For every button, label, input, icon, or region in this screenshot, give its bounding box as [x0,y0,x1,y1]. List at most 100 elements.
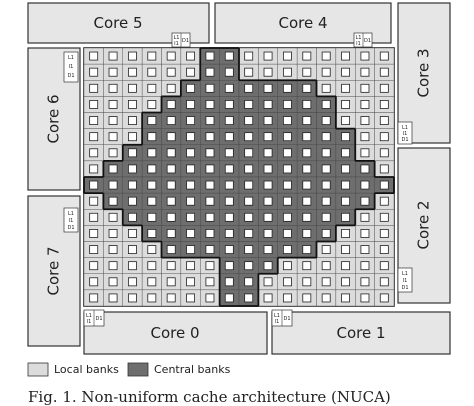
bank-router-node [302,132,312,142]
port-core-0-d1: D1 [95,316,102,322]
bank-router-node [341,261,350,271]
core-6-label: Core 6 [45,94,63,143]
port-core-4-l1: L1 [356,35,362,41]
bank-router-node [379,261,389,271]
bank-router-node [321,229,331,238]
bank-router-node [379,180,389,190]
bank-router-node [283,293,292,303]
bank-router-node [186,164,195,174]
bank-router-node [89,196,99,206]
bank-router-node [379,229,389,238]
bank-router-node [263,132,273,142]
bank-router-node [147,132,157,142]
bank-router-node [302,212,312,222]
bank-router-node [283,245,292,254]
bank-router-node [128,212,137,222]
bank-router-node [89,100,99,109]
bank-router-node [263,164,273,174]
bank-router-node [341,180,350,190]
port-core-4: L1 I1 D1 [353,32,373,48]
bank-router-node [89,212,99,222]
bank-router-node [283,164,292,174]
core-0-block: Core 0 [83,311,268,355]
bank-router-node [89,261,99,271]
bank-router-node [341,148,350,158]
bank-router-node [360,51,370,61]
bank-router-node [89,245,99,254]
bank-router-node [283,196,292,206]
bank-router-node [166,67,176,77]
bank-router-node [224,293,234,303]
bank-router-node [128,245,137,254]
port-core-2: L1 I1 D1 [397,267,413,293]
bank-router-node [244,180,254,190]
bank-router-node [128,116,137,125]
bank-router-node [283,261,292,271]
bank-router-node [186,83,195,93]
bank-router-node [224,164,234,174]
bank-router-node [186,196,195,206]
port-core-0-l1: L1 [86,313,92,319]
bank-router-node [224,132,234,142]
legend-central-swatch [127,362,149,377]
port-core-3-l1: L1 [402,125,408,131]
bank-router-node [128,196,137,206]
bank-router-node [360,148,370,158]
bank-router-node [224,51,234,61]
bank-router-node [205,196,215,206]
bank-router-node [341,245,350,254]
bank-router-node [166,132,176,142]
bank-router-node [128,293,137,303]
bank-router-node [108,180,118,190]
core-7-label: Core 7 [45,246,63,295]
bank-router-node [186,229,195,238]
port-core-7-i1: I1 [69,218,74,224]
bank-router-node [147,100,157,109]
bank-router-node [321,212,331,222]
bank-router-node [360,245,370,254]
bank-router-node [341,196,350,206]
port-core-5-d1: D1 [182,38,189,44]
bank-router-node [283,132,292,142]
port-core-2-i1: I1 [403,278,408,284]
port-core-0: L1 I1 D1 [83,309,105,327]
bank-router-node [89,83,99,93]
bank-router-node [283,51,292,61]
bank-router-node [166,293,176,303]
bank-router-node [147,196,157,206]
port-core-1-d1: D1 [283,316,290,322]
bank-router-node [302,245,312,254]
bank-router-node [186,261,195,271]
bank-router-node [283,116,292,125]
bank-router-node [147,116,157,125]
bank-router-node [341,116,350,125]
bank-router-node [321,51,331,61]
bank-router-node [263,196,273,206]
bank-router-node [379,148,389,158]
bank-router-node [89,116,99,125]
bank-router-node [360,261,370,271]
bank-router-node [302,180,312,190]
bank-router-node [147,245,157,254]
bank-router-node [108,164,118,174]
bank-router-node [108,132,118,142]
bank-router-node [224,261,234,271]
bank-router-node [379,83,389,93]
bank-router-node [263,83,273,93]
bank-router-node [341,277,350,287]
bank-router-node [321,132,331,142]
bank-router-node [186,67,195,77]
bank-router-node [321,100,331,109]
bank-router-node [128,261,137,271]
bank-router-node [360,100,370,109]
bank-router-node [147,148,157,158]
core-0-label: Core 0 [150,324,199,342]
bank-router-node [186,212,195,222]
bank-router-node [108,261,118,271]
bank-router-node [205,132,215,142]
bank-router-node [244,51,254,61]
bank-router-node [128,67,137,77]
bank-router-node [166,229,176,238]
bank-router-node [108,196,118,206]
